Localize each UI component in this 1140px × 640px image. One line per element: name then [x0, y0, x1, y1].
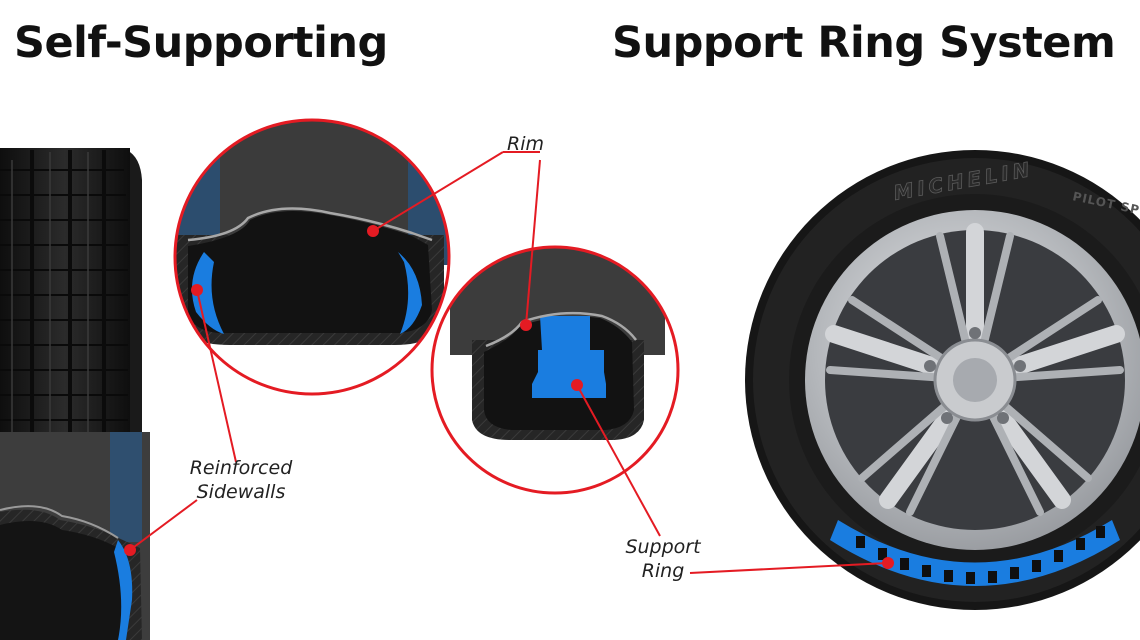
wheel-with-support-ring	[745, 150, 1140, 610]
tire-tread-front-view	[0, 148, 142, 432]
label-reinforced-line2: Sidewalls	[196, 481, 286, 503]
title-support-ring-system: Support Ring System	[612, 18, 1116, 68]
label-support-line1: Support	[625, 536, 701, 558]
label-reinforced-sidewalls: Reinforced Sidewalls	[188, 456, 294, 504]
reinforced-sidewall-highlight-right	[398, 252, 422, 334]
callout-dots	[124, 225, 894, 569]
label-rim: Rim	[507, 133, 544, 155]
self-supporting-cross-section	[0, 432, 150, 640]
label-support-line2: Ring	[641, 560, 685, 582]
label-support-ring: Support Ring	[618, 535, 708, 583]
support-ring-highlight	[532, 316, 606, 398]
reinforced-sidewall-highlight-left	[191, 252, 224, 334]
label-reinforced-line1: Reinforced	[189, 457, 293, 479]
callout-lines	[129, 151, 889, 574]
detail-circle-reinforced	[173, 118, 451, 396]
title-self-supporting: Self-Supporting	[14, 18, 388, 68]
detail-circle-support-ring	[430, 245, 680, 495]
reinforced-sidewall-highlight-lower	[114, 540, 133, 640]
